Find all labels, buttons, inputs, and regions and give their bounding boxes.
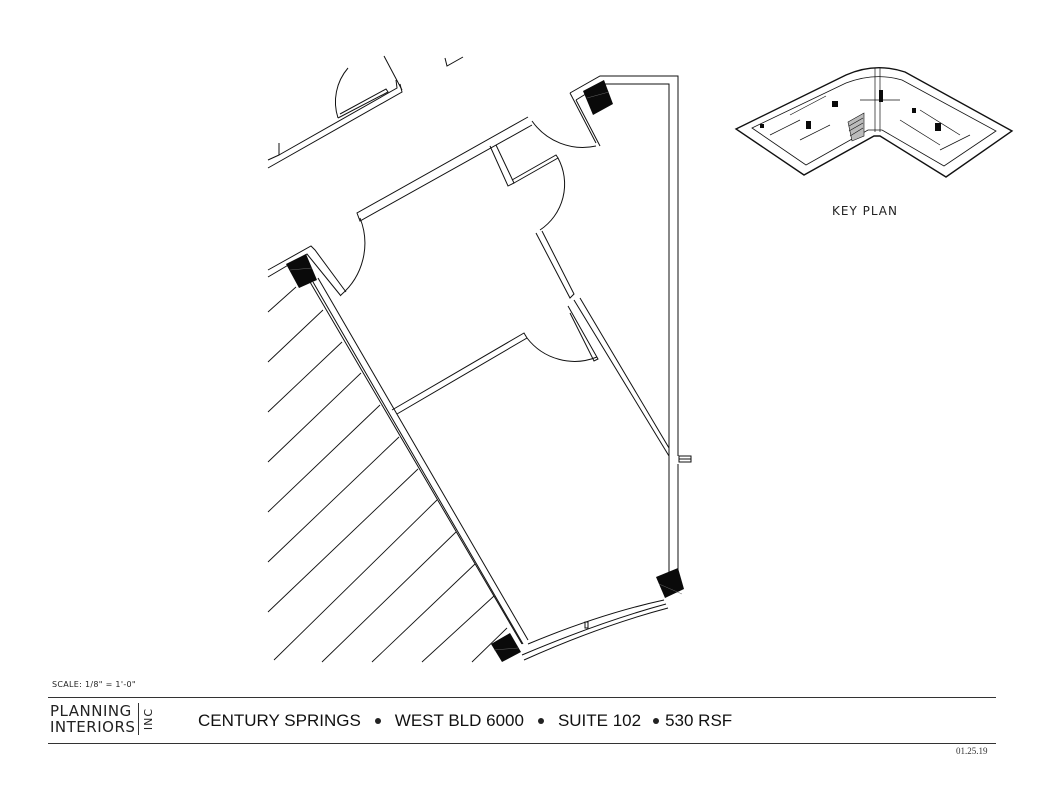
project-name: CENTURY SPRINGS	[198, 711, 361, 730]
title-block-top-rule	[48, 697, 996, 698]
suite-exterior-wall	[569, 75, 692, 586]
drawing-date: 01.25.19	[956, 746, 988, 756]
demising-wall	[309, 277, 529, 645]
key-plan-suite-highlight	[847, 112, 865, 142]
logo-inc: INC	[142, 707, 156, 731]
column-left	[286, 254, 317, 288]
building-name: WEST BLD 6000	[394, 711, 524, 730]
company-logo: PLANNING INTERIORS INC	[50, 703, 155, 735]
curved-window-wall	[521, 599, 669, 661]
bullet-icon	[537, 718, 544, 724]
key-plan-label: KEY PLAN	[832, 204, 898, 218]
project-title: CENTURY SPRINGS WEST BLD 6000 SUITE 102 …	[198, 711, 732, 731]
suite-number: SUITE 102	[557, 711, 642, 730]
column-top-right	[583, 80, 613, 115]
logo-wordmark: PLANNING INTERIORS	[50, 703, 135, 735]
logo-line-2: INTERIORS	[50, 718, 136, 736]
scale-note: SCALE: 1/8" = 1'-0"	[52, 680, 136, 689]
neighbor-wall-top	[267, 55, 464, 169]
interior-partition	[391, 297, 670, 457]
suite-area: 530 RSF	[665, 711, 733, 730]
column-bottom-left	[491, 633, 521, 662]
title-block-bottom-rule	[48, 743, 996, 744]
logo-line-1: PLANNING	[50, 702, 132, 720]
logo-divider	[138, 703, 140, 735]
bullet-icon	[653, 718, 660, 724]
key-plan-diagram	[734, 67, 1014, 178]
office-left-wall	[267, 217, 366, 297]
suite-entry-wall	[356, 92, 601, 299]
bullet-icon	[374, 718, 381, 724]
column-bottom-right	[656, 568, 684, 598]
hatch-pattern	[267, 286, 508, 663]
structural-columns	[286, 80, 684, 662]
